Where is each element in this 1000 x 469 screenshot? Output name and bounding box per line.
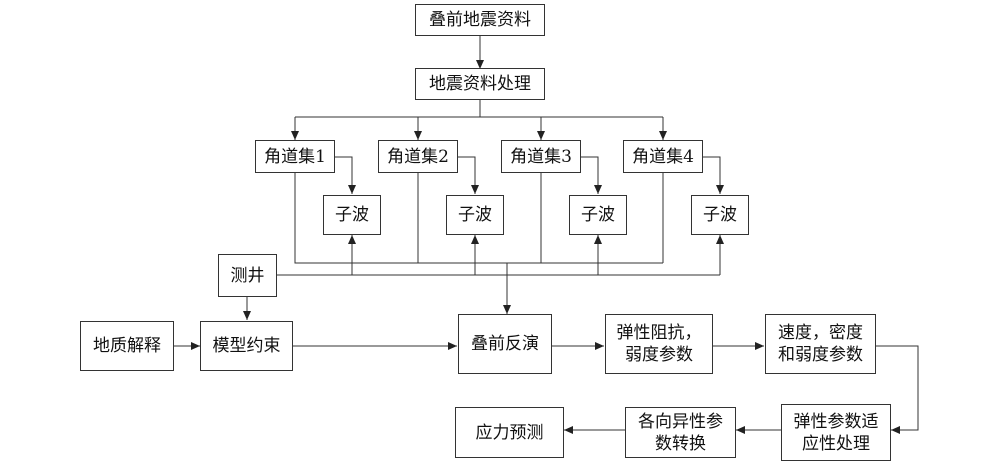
angle-gather-1-label: 角道集1 <box>264 146 326 167</box>
model-constraint-box: 模型约束 <box>200 321 293 371</box>
prestack-inversion-label: 叠前反演 <box>471 334 539 354</box>
stress-prediction-label: 应力预测 <box>475 422 544 443</box>
elastic-impedance-box: 弹性阻抗， 弱度参数 <box>605 314 713 374</box>
model-constraint-label: 模型约束 <box>212 336 281 356</box>
stress-prediction-box: 应力预测 <box>455 407 564 458</box>
arrow-gather-4-to-wavelet <box>703 156 724 194</box>
elastic-adaptive-processing-label: 弹性参数适 应性处理 <box>793 411 879 454</box>
anisotropy-conversion-label: 各向异性参 数转换 <box>638 411 723 454</box>
angle-gather-3-label: 角道集3 <box>510 146 572 167</box>
prestack-inversion-box: 叠前反演 <box>458 314 552 374</box>
well-log-label: 测井 <box>230 265 265 286</box>
arrow-gather-3-to-wavelet <box>581 156 602 194</box>
wavelet-3-label: 子波 <box>581 205 615 225</box>
connector-processing-split <box>295 100 663 118</box>
wavelet-3-box: 子波 <box>569 195 627 235</box>
wavelet-4-box: 子波 <box>691 195 749 235</box>
well-log-box: 测井 <box>218 254 277 297</box>
prestack-seismic-data-label: 叠前地震资料 <box>429 10 531 30</box>
wavelet-1-box: 子波 <box>323 195 381 235</box>
elastic-adaptive-processing-box: 弹性参数适 应性处理 <box>781 404 891 461</box>
wavelet-2-label: 子波 <box>458 205 492 225</box>
angle-gather-1-box: 角道集1 <box>255 140 335 173</box>
connector-gathers-to-bus <box>294 173 664 264</box>
wavelet-1-label: 子波 <box>335 205 369 225</box>
arrow-gather-2-to-wavelet <box>458 156 479 194</box>
arrow-gather-1-to-wavelet <box>335 156 356 194</box>
angle-gather-2-box: 角道集2 <box>378 140 458 173</box>
geologic-interpretation-box: 地质解释 <box>80 321 174 371</box>
angle-gather-4-box: 角道集4 <box>623 140 703 173</box>
velocity-density-box: 速度，密度 和弱度参数 <box>765 314 876 374</box>
prestack-seismic-data-box: 叠前地震资料 <box>415 4 545 36</box>
elastic-impedance-label: 弹性阻抗， 弱度参数 <box>616 323 702 365</box>
velocity-density-label: 速度，密度 和弱度参数 <box>778 323 863 365</box>
wavelet-2-box: 子波 <box>446 195 504 235</box>
wavelet-4-label: 子波 <box>703 205 737 225</box>
anisotropy-conversion-box: 各向异性参 数转换 <box>625 407 736 458</box>
seismic-processing-label: 地震资料处理 <box>429 74 531 94</box>
angle-gather-2-label: 角道集2 <box>387 146 449 167</box>
arrow-velocity-to-adaptive <box>876 345 919 434</box>
angle-gather-3-box: 角道集3 <box>501 140 581 173</box>
angle-gather-4-label: 角道集4 <box>632 146 694 167</box>
seismic-processing-box: 地震资料处理 <box>415 68 545 100</box>
geologic-interpretation-label: 地质解释 <box>93 336 161 356</box>
